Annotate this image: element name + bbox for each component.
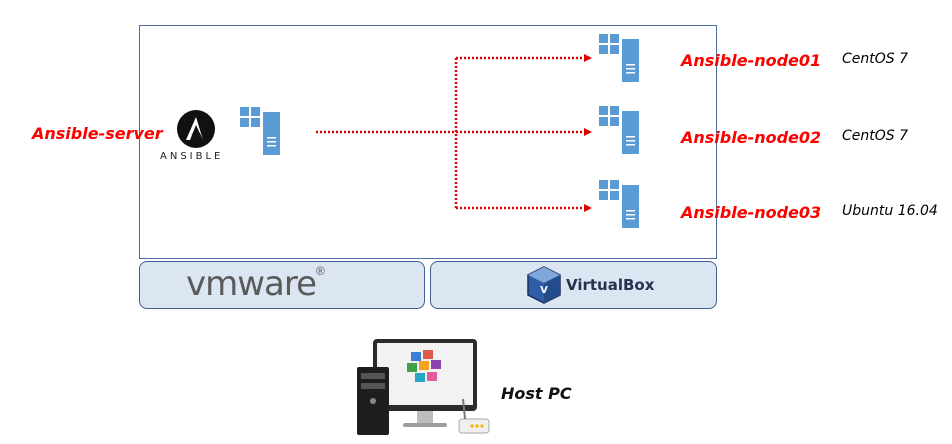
host-pc-label: Host PC <box>501 384 572 403</box>
host-pc-icon <box>357 339 490 435</box>
server-icon <box>599 34 639 82</box>
server-icon <box>599 180 639 228</box>
vmware-hypervisor-bar <box>139 261 425 309</box>
svg-text:V: V <box>540 285 548 296</box>
vmware-registered-mark: ® <box>316 264 325 278</box>
server-icon <box>240 107 280 155</box>
ansible-logo-icon <box>177 110 215 148</box>
node03-os: Ubuntu 16.04 <box>842 203 938 219</box>
node02-label: Ansible-node02 <box>681 128 822 147</box>
server-label: Ansible-server <box>32 124 163 143</box>
server-icon <box>599 106 639 154</box>
vmware-logo-text: vmware <box>186 264 317 304</box>
vmware-logo: vmware® <box>186 264 325 304</box>
ansible-logo-text: ANSIBLE <box>160 151 224 162</box>
node01-os: CentOS 7 <box>842 51 909 67</box>
virtualbox-logo-text: VirtualBox <box>566 276 655 294</box>
node01-label: Ansible-node01 <box>681 51 822 70</box>
node02-os: CentOS 7 <box>842 128 909 144</box>
virtualbox-logo-icon: V <box>527 266 561 304</box>
node03-label: Ansible-node03 <box>681 203 822 222</box>
vm-environment-frame <box>139 25 717 259</box>
virtualbox-hypervisor-bar <box>430 261 717 309</box>
